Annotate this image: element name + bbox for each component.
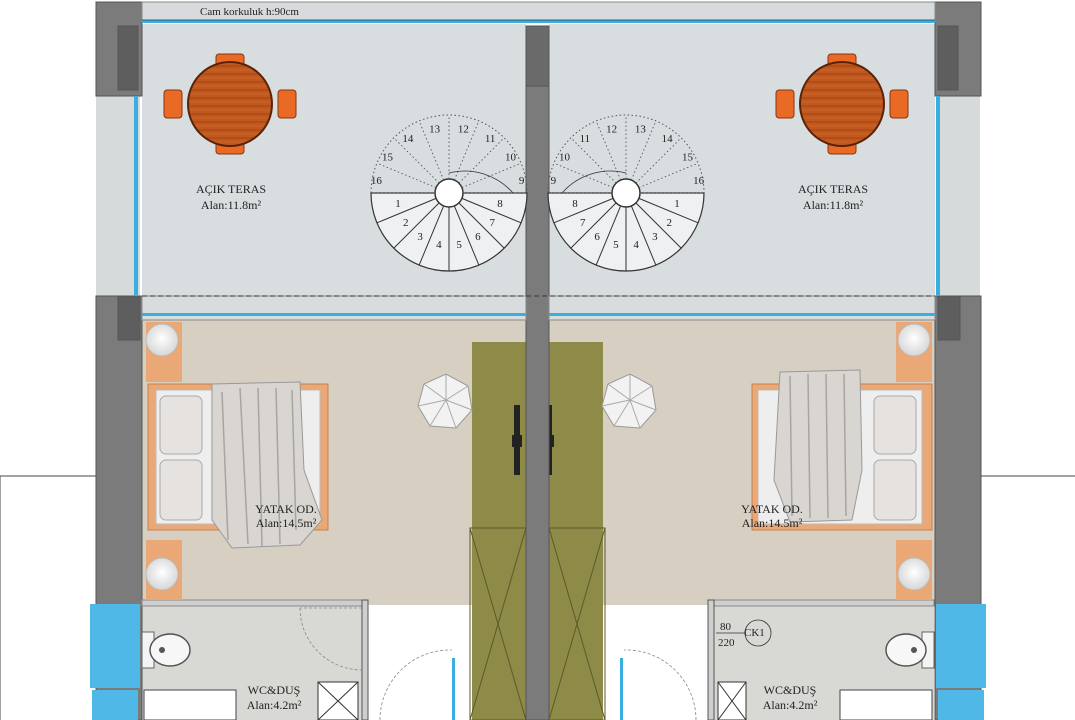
left-toilet bbox=[141, 631, 191, 669]
railing-note: Cam korkuluk h:90cm bbox=[200, 6, 299, 18]
left-pendant-lamp bbox=[417, 373, 473, 429]
stair-step-label: 8 bbox=[497, 198, 503, 210]
stair-step-label: 4 bbox=[633, 239, 639, 251]
left-dining-set bbox=[163, 53, 297, 155]
right-terrace-area: Alan:11.8m² bbox=[802, 198, 864, 212]
stair-step-label: 4 bbox=[436, 239, 442, 251]
stair-step-label: 14 bbox=[662, 133, 674, 145]
glass-windows bbox=[90, 20, 986, 720]
right-bed bbox=[751, 322, 933, 600]
stair-step-label: 15 bbox=[382, 151, 394, 163]
right-bedroom-name: YATAK OD. bbox=[741, 502, 803, 516]
stair-step-label: 12 bbox=[606, 123, 617, 135]
stair-step-label: 14 bbox=[402, 133, 414, 145]
door-tag-height: 220 bbox=[718, 637, 735, 649]
left-bathroom-area: Alan:4.2m² bbox=[246, 698, 302, 712]
stair-step-label: 9 bbox=[551, 175, 557, 187]
door-tag-code: CK1 bbox=[744, 627, 765, 639]
left-shower bbox=[317, 681, 359, 720]
right-sink-counter bbox=[839, 689, 933, 720]
left-bedroom-area: Alan:14.5m² bbox=[255, 516, 317, 530]
stair-step-label: 6 bbox=[475, 231, 481, 243]
door-swings bbox=[299, 607, 697, 720]
stair-step-label: 3 bbox=[652, 231, 658, 243]
site-outline bbox=[0, 475, 1075, 720]
stair-step-label: 10 bbox=[559, 151, 571, 163]
right-dining-set bbox=[775, 53, 909, 155]
stair-step-label: 7 bbox=[580, 217, 586, 229]
stair-step-label: 5 bbox=[613, 239, 619, 251]
right-bedroom-area: Alan:14.5m² bbox=[741, 516, 803, 530]
stair-step-label: 16 bbox=[693, 175, 705, 187]
stair-step-label: 12 bbox=[458, 123, 469, 135]
stair-step-label: 7 bbox=[489, 217, 495, 229]
stair-step-label: 13 bbox=[635, 123, 647, 135]
stair-step-label: 11 bbox=[580, 133, 591, 145]
stair-step-label: 15 bbox=[682, 151, 694, 163]
left-bed bbox=[145, 322, 329, 600]
right-toilet bbox=[885, 631, 935, 669]
left-sink-counter bbox=[143, 689, 237, 720]
right-pendant-lamp bbox=[601, 373, 657, 429]
stair-step-label: 2 bbox=[666, 217, 672, 229]
right-bathroom-name: WC&DUŞ bbox=[763, 683, 817, 697]
stair-step-label: 13 bbox=[429, 123, 441, 135]
stair-step-label: 8 bbox=[572, 198, 578, 210]
left-terrace-side bbox=[96, 96, 140, 296]
right-terrace-name: AÇIK TERAS bbox=[797, 182, 869, 196]
stair-step-label: 11 bbox=[485, 133, 496, 145]
left-terrace-name: AÇIK TERAS bbox=[195, 182, 267, 196]
stair-step-label: 5 bbox=[456, 239, 462, 251]
right-terrace-side bbox=[936, 96, 980, 296]
stair-step-label: 1 bbox=[674, 198, 680, 210]
stair-step-label: 2 bbox=[403, 217, 409, 229]
left-corridor bbox=[472, 342, 526, 720]
right-bathroom-area: Alan:4.2m² bbox=[762, 698, 818, 712]
stair-step-label: 3 bbox=[417, 231, 423, 243]
left-terrace-area: Alan:11.8m² bbox=[200, 198, 262, 212]
stair-step-label: 1 bbox=[395, 198, 401, 210]
stair-step-label: 6 bbox=[594, 231, 600, 243]
left-bedroom-name: YATAK OD. bbox=[255, 502, 317, 516]
left-bathroom-name: WC&DUŞ bbox=[247, 683, 301, 697]
stair-step-label: 9 bbox=[519, 175, 525, 187]
stair-step-label: 10 bbox=[505, 151, 517, 163]
door-tag-width: 80 bbox=[720, 621, 731, 633]
right-corridor bbox=[549, 342, 603, 720]
stair-step-label: 16 bbox=[371, 175, 383, 187]
right-shower bbox=[717, 681, 747, 720]
